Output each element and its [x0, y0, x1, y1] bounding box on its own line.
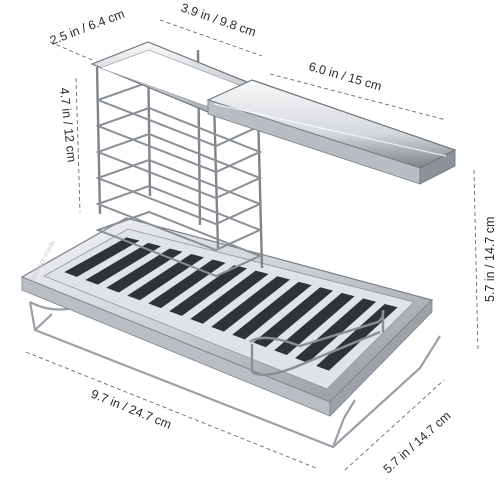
dimension-depth-top: 2.5 in / 6.4 cm — [48, 7, 126, 48]
dimension-caddy-height: 4.7 in / 12 cm — [57, 87, 79, 163]
tray-slot — [85, 242, 162, 285]
dimension-tray-length: 9.7 in / 24.7 cm — [89, 387, 173, 432]
tray-slot — [316, 303, 398, 371]
wire-base-frame — [28, 299, 441, 449]
tray-slot — [232, 281, 312, 340]
tray-slot — [211, 276, 291, 332]
caddy-ring — [95, 132, 263, 200]
dimension-tray-width: 5.7 in / 14.7 cm — [381, 409, 454, 477]
dimension-total-height: 5.7 in / 14.7 cm — [483, 217, 497, 302]
towel-arm — [206, 79, 457, 185]
caddy-ring — [95, 210, 263, 278]
tray-slot — [169, 265, 248, 316]
dimension-arm-length: 6.0 in / 15 cm — [307, 59, 383, 93]
tray-slot — [253, 287, 334, 348]
caddy-ring — [95, 158, 263, 226]
tray-slot — [190, 270, 269, 324]
tray-slot — [274, 292, 355, 356]
tray-slot — [64, 237, 140, 277]
sponge-holder-bar — [249, 309, 385, 376]
tray-slot — [295, 298, 377, 363]
caddy-ring — [95, 184, 263, 252]
caddy-ring — [95, 106, 263, 174]
dimension-caddy-width: 3.9 in / 9.8 cm — [179, 1, 258, 40]
tray-slot — [127, 254, 205, 301]
dimension-lines — [25, 19, 479, 471]
tray-slot — [106, 248, 183, 293]
